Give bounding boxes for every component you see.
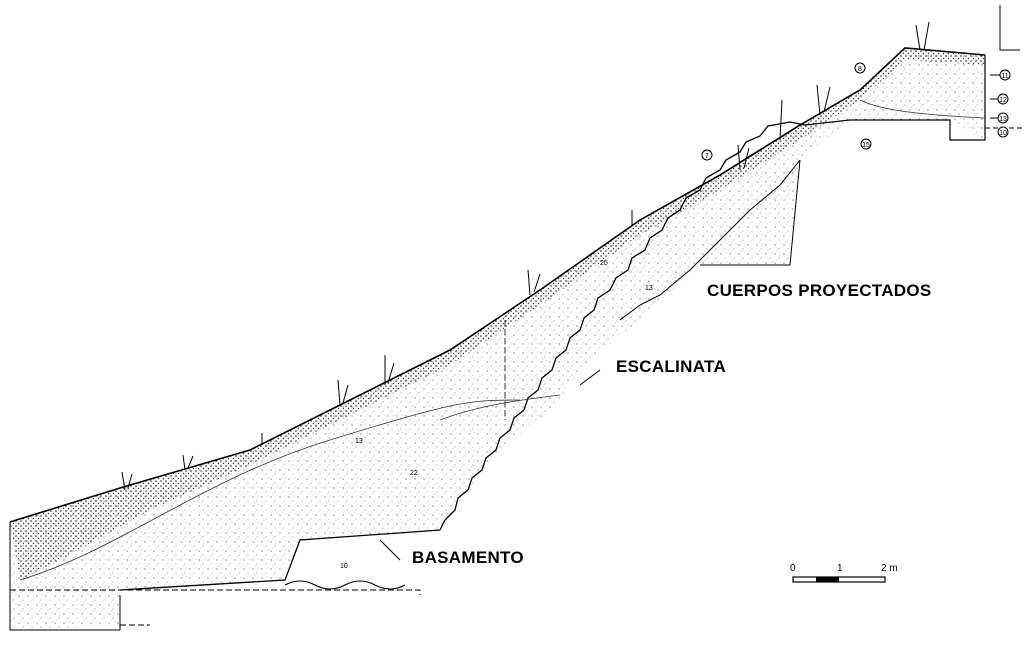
layer-12: 12: [999, 97, 1007, 104]
humus-layer: [10, 48, 985, 580]
scale-bar: [792, 576, 886, 583]
layer-10: 10: [999, 130, 1007, 137]
fill-numbers: 13 22 10 25 13: [340, 260, 653, 570]
label-escalinata: ESCALINATA: [616, 357, 727, 376]
label-basamento: BASAMENTO: [412, 548, 524, 567]
label-cuerpos-proyectados: CUERPOS PROYECTADOS: [707, 281, 932, 300]
svg-text:13: 13: [355, 438, 363, 445]
staircase-line: [439, 119, 851, 531]
scale-one: 1: [837, 563, 843, 574]
svg-text:25: 25: [600, 260, 608, 267]
svg-text:10: 10: [340, 563, 348, 570]
svg-text:22: 22: [410, 470, 418, 477]
layer-8: 8: [858, 66, 862, 73]
svg-text:13: 13: [645, 285, 653, 292]
surface-line: [9, 47, 986, 523]
layer-11: 11: [1001, 73, 1008, 80]
layer-15: 15: [862, 142, 870, 149]
vegetation: [121, 21, 930, 491]
scale-two: 2 m: [881, 563, 898, 574]
fill-deposit: [10, 48, 985, 630]
layer-13: 13: [999, 116, 1007, 123]
layer-markers: 7 8 11 12 13 10 15: [701, 62, 1011, 161]
scale-zero: 0: [790, 563, 796, 574]
basamento-outline: [119, 529, 441, 591]
layer-7: 7: [705, 153, 709, 160]
